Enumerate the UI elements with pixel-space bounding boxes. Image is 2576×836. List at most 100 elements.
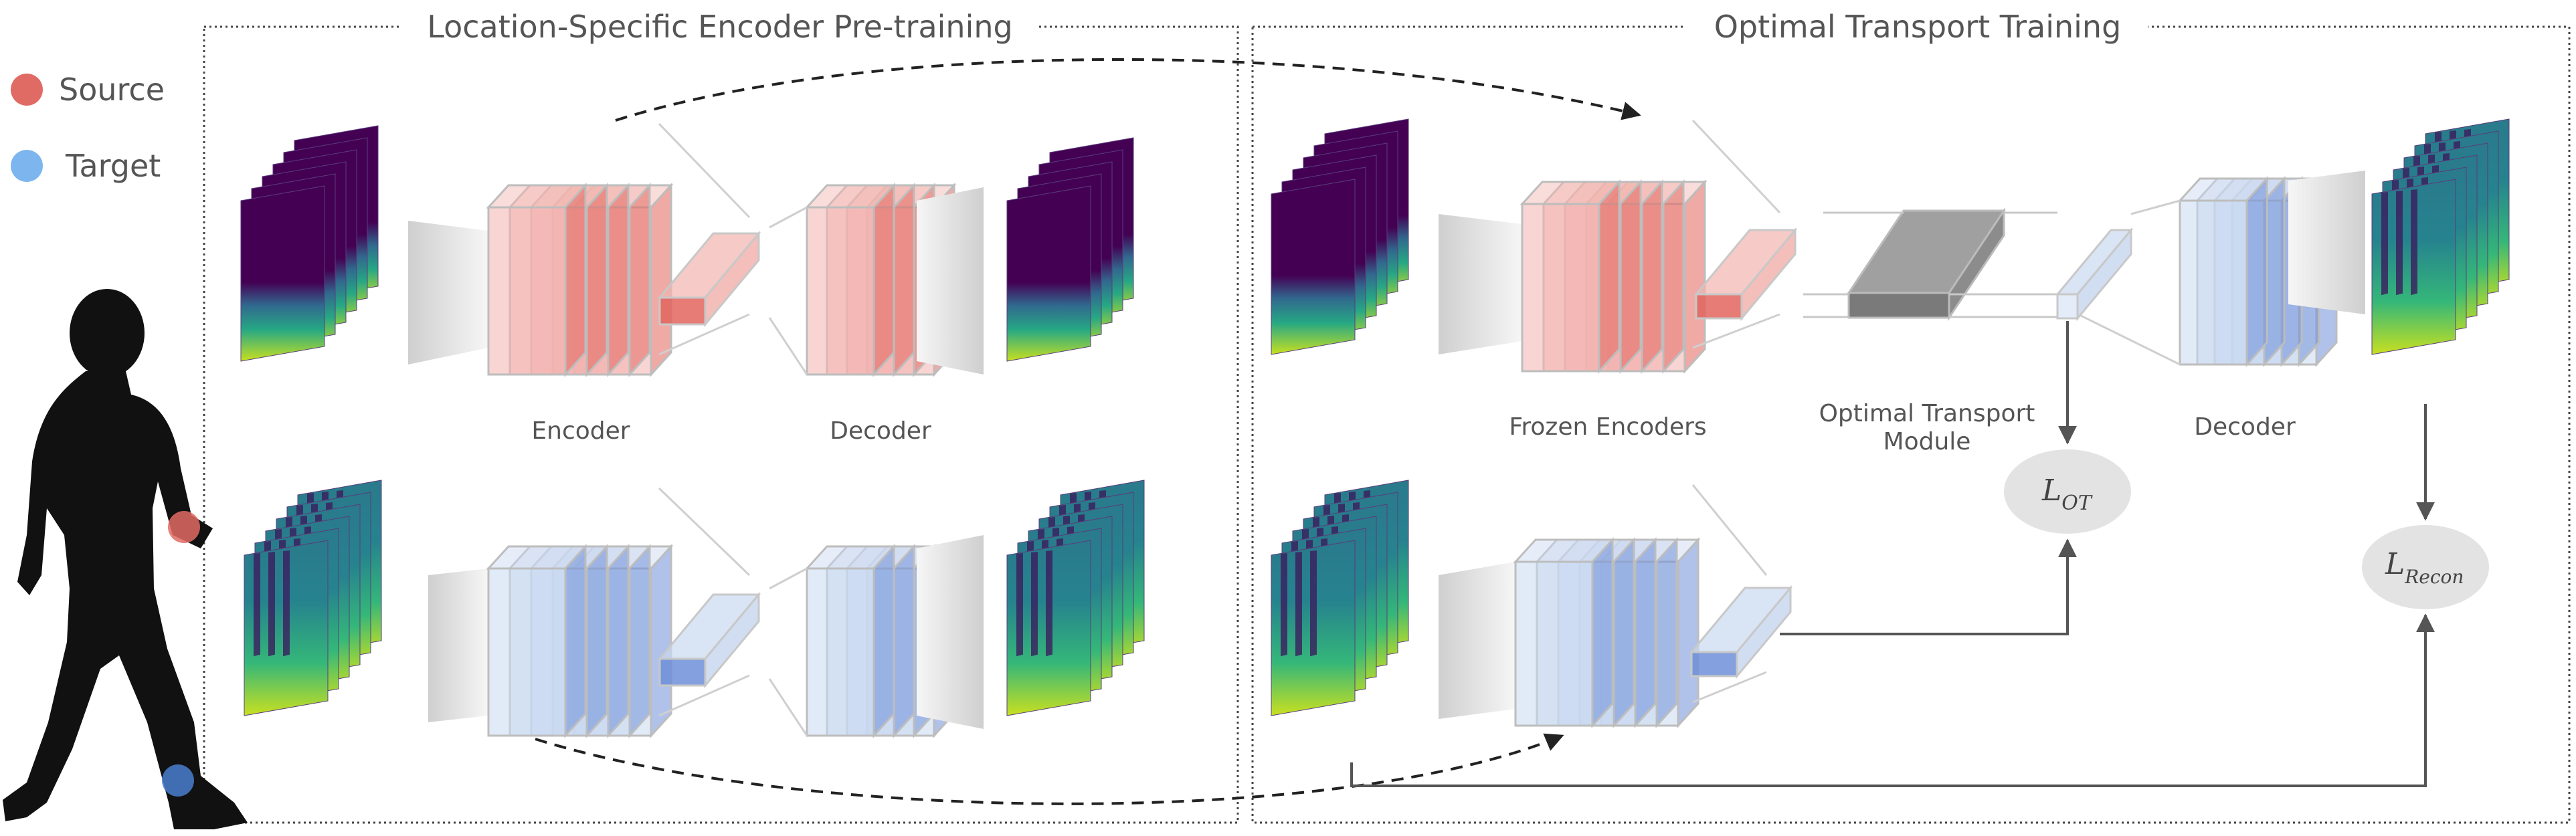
- walking-person-icon: [3, 289, 248, 829]
- spectrogram-band: [254, 553, 260, 657]
- layer-side: [1655, 537, 1678, 728]
- latent-face: [658, 296, 707, 326]
- target-legend-dot: [11, 150, 43, 182]
- spectrogram-band: [268, 552, 275, 657]
- ot-output-spectrogram-stack: [2371, 118, 2510, 355]
- guide-line: [658, 122, 751, 219]
- recon-loss-label: LRecon: [2385, 547, 2464, 588]
- target-output-funnel: [917, 535, 984, 729]
- ot-target-input-spectrogram-stack: [1271, 480, 1409, 716]
- guide-line: [658, 674, 750, 717]
- layer-side: [650, 183, 672, 377]
- guide-line: [769, 206, 808, 229]
- guide-line: [2080, 314, 2181, 366]
- target-encoder-transfer-arrow: [535, 733, 1564, 805]
- source-output-funnel: [917, 187, 984, 375]
- source-latent-block: [657, 230, 761, 328]
- layer-side: [585, 183, 608, 377]
- latent-side: [704, 591, 760, 689]
- guide-line: [1692, 671, 1767, 704]
- layer-face: [806, 567, 875, 737]
- layer-side: [2245, 176, 2268, 367]
- target-legend-label: Target: [65, 148, 161, 184]
- spectrogram-slice: [1271, 179, 1356, 355]
- pretrain-panel-border: [203, 25, 1239, 824]
- layer-face: [2179, 199, 2248, 366]
- layer-face: [487, 206, 567, 376]
- layer-side: [628, 544, 651, 738]
- target-input-funnel: [428, 568, 488, 722]
- target-input-to-recon-loss-arrow: [1350, 613, 2435, 787]
- encoder-label: Encoder: [531, 417, 630, 445]
- spectrogram-band: [2396, 191, 2403, 296]
- layer-side: [893, 183, 915, 377]
- layer-side: [1591, 537, 1614, 728]
- ot-module-label-line2: Module: [1883, 428, 1971, 455]
- source-legend-label: Source: [59, 72, 165, 108]
- guide-line: [1691, 119, 1781, 214]
- frozen-target-latent-block: [1689, 585, 1793, 680]
- ot-module-label-line1: Optimal Transport: [1819, 400, 2035, 427]
- spectrogram-band: [2411, 189, 2417, 296]
- source-sensor-dot: [168, 511, 200, 543]
- spectrogram-band: [1281, 553, 1287, 657]
- layer-side: [893, 544, 915, 738]
- recon-loss-ellipse: [2362, 525, 2489, 609]
- decoder-label-right: Decoder: [2194, 413, 2296, 441]
- source-input-spectrogram-stack: [240, 125, 379, 362]
- ot-source-input-spectrogram-stack: [1271, 118, 1409, 355]
- guide-line: [1692, 313, 1780, 349]
- ot-target-input-funnel: [1439, 562, 1515, 719]
- layer-side: [607, 544, 630, 738]
- ot-mapped-latent-block: [2055, 227, 2134, 322]
- layer-side: [872, 544, 895, 738]
- decoder-label-left: Decoder: [830, 417, 931, 445]
- layer-side: [1677, 537, 1699, 728]
- guide-line: [658, 313, 750, 356]
- spectrogram-band: [2381, 192, 2388, 296]
- frozen-source-latent-block: [1693, 227, 1798, 322]
- layer-side: [564, 544, 587, 738]
- layer-side: [1613, 537, 1635, 728]
- guide-line: [768, 678, 808, 736]
- spectrogram-band: [1031, 552, 1038, 657]
- latent-face: [1690, 651, 1738, 677]
- guide-line: [2130, 199, 2181, 215]
- ot-source-input-funnel: [1439, 214, 1522, 354]
- source-legend-dot: [11, 74, 43, 106]
- latent-side: [1736, 585, 1792, 680]
- layer-side: [607, 183, 630, 377]
- guide-line: [769, 567, 808, 590]
- ot-loss-label: LOT: [2041, 474, 2093, 515]
- optimal-transport-module-block: [1847, 207, 2006, 321]
- layer-side: [1619, 179, 1642, 374]
- latent-face: [2056, 293, 2079, 320]
- layer-face: [806, 206, 875, 376]
- target-encoder-block: [486, 487, 751, 738]
- layer-side: [564, 183, 587, 377]
- ot-panel-title: Optimal Transport Training: [1714, 9, 2122, 45]
- layer-face: [1521, 203, 1600, 373]
- spectrogram-band: [1295, 552, 1302, 657]
- source-input-funnel: [408, 221, 488, 364]
- layer-face: [487, 567, 567, 737]
- layer-side: [1598, 179, 1621, 374]
- frozen-encoders-label: Frozen Encoders: [1509, 413, 1706, 441]
- layer-side: [1641, 179, 1663, 374]
- target-sensor-dot: [162, 764, 194, 797]
- layer-face: [1514, 560, 1594, 727]
- guide-line: [658, 487, 751, 577]
- spectrogram-slice: [240, 185, 325, 362]
- latent-face: [1695, 293, 1743, 320]
- source-encoder-block: [486, 122, 751, 377]
- module-connector-lines: [1803, 211, 2057, 318]
- latent-side: [1740, 227, 1797, 322]
- frozen-target-encoder-block: [1513, 484, 1768, 728]
- latent-side: [704, 230, 760, 328]
- pretrain-panel-title: Location-Specific Encoder Pre-training: [427, 9, 1012, 45]
- layer-side: [585, 544, 608, 738]
- layer-side: [650, 544, 672, 738]
- layer-side: [1634, 537, 1657, 728]
- frozen-source-encoder-block: [1520, 119, 1781, 374]
